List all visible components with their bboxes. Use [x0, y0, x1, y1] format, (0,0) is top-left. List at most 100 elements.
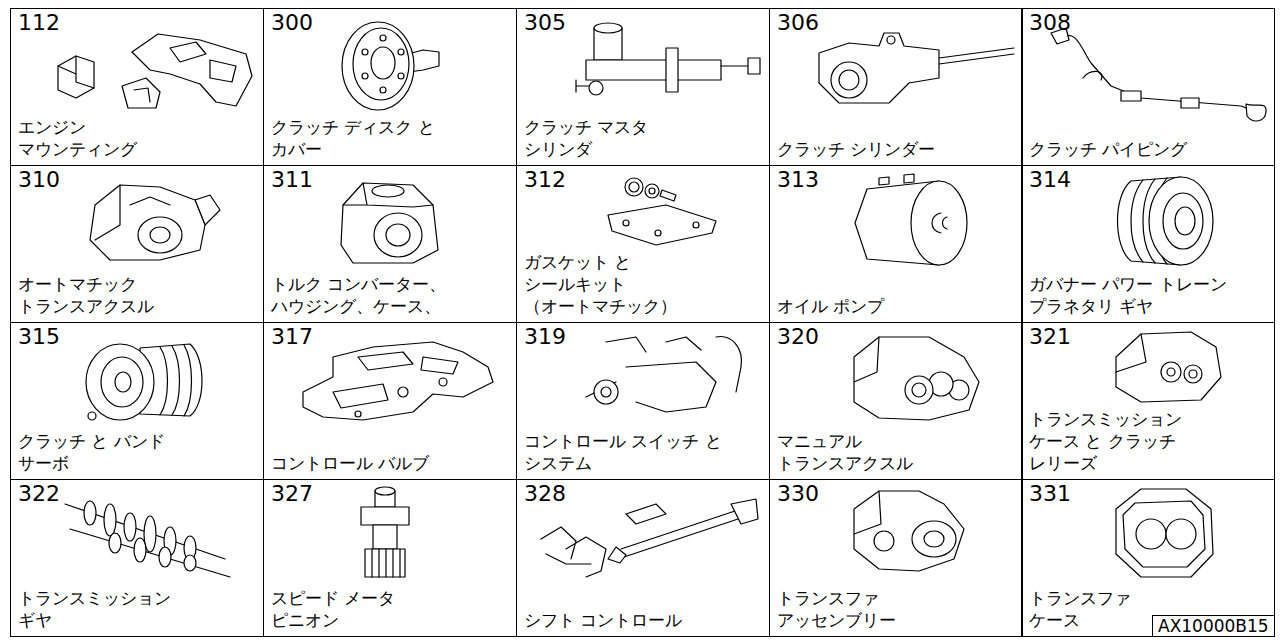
illustration-line: [731, 499, 758, 524]
illustration-line: [380, 87, 386, 93]
group-number: 306: [777, 11, 819, 35]
group-name: オイル ポンプ: [777, 295, 1015, 317]
catalog-cell: 314ガバナー パワー トレーン プラネタリ ギヤ: [1021, 165, 1275, 323]
group-name: エンジン マウンティング: [18, 116, 154, 160]
group-number: 305: [524, 11, 566, 35]
group-name: クラッチ ディスク と カバー: [271, 116, 467, 160]
illustration-line: [1246, 104, 1266, 121]
illustration-line: [1184, 365, 1202, 383]
illustration-line: [1121, 91, 1141, 101]
illustration-line: [748, 58, 760, 74]
illustration-line: [693, 222, 699, 228]
illustration-line: [343, 183, 433, 207]
group-number: 312: [524, 168, 566, 192]
group-name: トランスミッション ギヤ: [18, 587, 188, 631]
illustration-line: [589, 81, 603, 95]
illustration-line: [645, 184, 659, 198]
catalog-cell: 112 エンジン マウンティング: [10, 8, 264, 166]
illustration-line: [134, 538, 146, 562]
illustration-line: [932, 213, 947, 233]
catalog-cell: 327スピード メータ ピニオン: [263, 479, 517, 637]
control-switch-art: [586, 337, 741, 412]
illustration-line: [104, 504, 116, 536]
illustration-line: [134, 88, 150, 102]
catalog-cell: 312ガスケット と シールキット （オートマチック）: [516, 165, 770, 323]
illustration-line: [576, 80, 589, 92]
illustration-line: [1136, 519, 1166, 549]
illustration-line: [608, 547, 626, 563]
illustration-line: [101, 357, 143, 407]
illustration-line: [109, 533, 121, 553]
group-number: 314: [1029, 168, 1071, 192]
catalog-cell: 305 クラッチ マスタ シリンダ: [516, 8, 770, 166]
torque-converter-art: [341, 183, 438, 263]
illustration-line: [115, 372, 131, 392]
group-name: コントロール バルブ: [271, 452, 509, 474]
transfer-case-art: [1116, 489, 1213, 577]
illustration-line: [355, 411, 361, 417]
group-number: 300: [271, 11, 313, 35]
illustration-line: [372, 185, 404, 197]
illustration-line: [905, 376, 933, 404]
illustration-line: [86, 344, 154, 420]
group-name: クラッチ マスタ シリンダ: [524, 116, 677, 160]
illustration-line: [1167, 368, 1175, 376]
illustration-line: [160, 345, 192, 416]
group-name: マニュアル トランスアクスル: [777, 430, 930, 474]
illustration-line: [138, 217, 182, 253]
illustration-line: [386, 224, 410, 246]
illustration-line: [911, 181, 967, 265]
group-number: 112: [18, 11, 60, 35]
illustration-line: [353, 28, 409, 100]
illustration-line: [649, 188, 655, 194]
illustration-line: [874, 531, 894, 551]
illustration-line: [623, 220, 629, 226]
figure-code-box: AX10000B15: [1152, 615, 1275, 637]
illustration-line: [839, 70, 859, 90]
illustration-line: [912, 521, 956, 557]
illustration-line: [122, 78, 160, 108]
illustration-line: [594, 380, 618, 404]
illustration-line: [1189, 370, 1197, 378]
catalog-cell: 315クラッチ と バンド サーボ: [10, 322, 264, 480]
group-name: トランスミッション ケース と クラッチ レリーズ: [1029, 408, 1216, 474]
illustration-line: [375, 487, 395, 495]
illustration-line: [303, 342, 493, 420]
illustration-line: [380, 35, 386, 41]
illustration-line: [58, 56, 94, 88]
illustration-line: [365, 549, 405, 577]
group-number: 319: [524, 325, 566, 349]
illustration-line: [606, 337, 741, 412]
group-number: 308: [1029, 11, 1071, 35]
illustration-line: [1181, 98, 1199, 108]
illustration-line: [333, 384, 388, 408]
group-name: スピード メータ ピニオン: [271, 587, 424, 631]
group-number: 311: [271, 168, 313, 192]
slave-cylinder-art: [819, 33, 1014, 103]
illustration-line: [361, 507, 409, 525]
group-name: トルク コンバーター、 ハウジング、ケース、: [271, 273, 475, 317]
illustration-line: [721, 65, 748, 66]
illustration-line: [887, 36, 895, 44]
illustration-line: [939, 48, 1014, 64]
illustration-line: [655, 230, 661, 236]
gasket-kit-art: [608, 178, 716, 245]
catalog-cell: 311 トルク コンバーター、 ハウジング、ケース、: [263, 165, 517, 323]
clutch-disc-art: [342, 22, 439, 110]
speedometer-pinion-art: [361, 487, 409, 577]
illustration-line: [439, 378, 447, 386]
illustration-line: [1166, 519, 1196, 549]
illustration-line: [184, 555, 196, 571]
group-number: 331: [1029, 482, 1071, 506]
clutch-piping-art: [1051, 28, 1266, 121]
group-number: 313: [777, 168, 819, 192]
illustration-line: [124, 513, 136, 541]
catalog-cell: 322トランスミッション ギヤ: [10, 479, 264, 637]
catalog-cell: 308クラッチ パイピング: [1021, 8, 1275, 166]
catalog-cell: 330トランスファ アッセンブリー: [769, 479, 1023, 637]
illustration-line: [601, 387, 611, 397]
illustration-line: [1116, 489, 1213, 577]
illustration-line: [398, 73, 404, 79]
